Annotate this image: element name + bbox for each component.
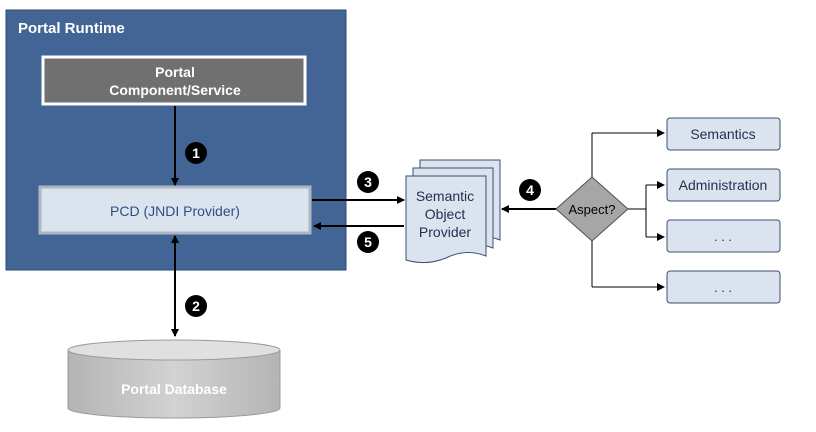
provider-label-line3: Provider	[419, 224, 471, 240]
pcd-box: PCD (JNDI Provider)	[38, 185, 312, 235]
step-badge-2: 2	[185, 295, 207, 317]
aspect-box-administration: Administration	[666, 168, 781, 202]
aspect-decision: Aspect?	[555, 176, 629, 242]
provider-label-line1: Semantic	[416, 188, 474, 204]
semantic-object-provider: Semantic Object Provider	[405, 159, 501, 264]
portal-runtime-title: Portal Runtime	[18, 20, 125, 37]
provider-label-line2: Object	[425, 206, 466, 222]
portal-database: Portal Database	[67, 339, 281, 419]
aspect-box-more-1: . . .	[666, 219, 781, 253]
step-number-5: 5	[364, 234, 372, 250]
portal-component-box: Portal Component/Service	[41, 55, 307, 106]
aspect-label-more-2: . . .	[714, 280, 732, 295]
portal-component-label-line1: Portal	[155, 64, 195, 80]
step-number-2: 2	[192, 298, 200, 314]
aspect-label-administration: Administration	[679, 177, 768, 193]
aspect-label-semantics: Semantics	[690, 126, 755, 142]
step-number-4: 4	[526, 182, 534, 198]
aspect-label-more-1: . . .	[714, 229, 732, 244]
portal-component-label-line2: Component/Service	[109, 82, 241, 98]
aspect-decision-label: Aspect?	[569, 202, 616, 217]
aspect-box-more-2: . . .	[666, 270, 781, 304]
step-badge-4: 4	[519, 179, 541, 201]
portal-database-label: Portal Database	[121, 381, 227, 397]
aspect-box-semantics: Semantics	[666, 117, 781, 151]
step-badge-3: 3	[357, 171, 379, 193]
step-number-1: 1	[192, 145, 200, 161]
decision-branches	[591, 129, 665, 291]
step-badge-5: 5	[357, 231, 379, 253]
step-badge-1: 1	[185, 142, 207, 164]
pcd-label: PCD (JNDI Provider)	[110, 203, 240, 219]
step-number-3: 3	[364, 174, 372, 190]
